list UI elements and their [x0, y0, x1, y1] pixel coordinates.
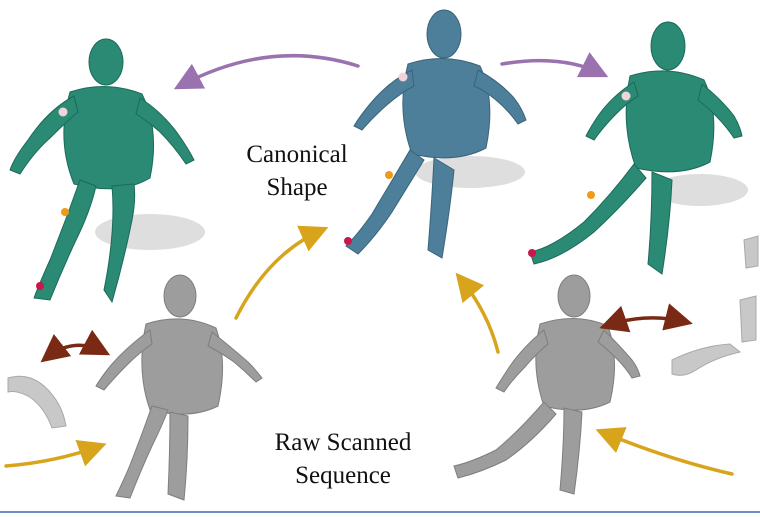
- arrows-correspondence: [40, 303, 693, 363]
- correspondence-arrow-right: [599, 303, 693, 333]
- raw-label-line2: Sequence: [295, 462, 391, 489]
- marker-shoulder-left-posed: [58, 107, 68, 117]
- fragment-right: [671, 343, 742, 376]
- canonical-label-line2: Shape: [266, 174, 328, 201]
- raw-label-line1: Raw Scanned: [274, 429, 412, 456]
- marker-foot-canonical: [344, 237, 352, 245]
- head: [426, 9, 462, 59]
- arrow-right-scan-to-canonical: [455, 272, 500, 354]
- right-leg: [103, 183, 136, 304]
- arrows-canonical-to-posed: [173, 52, 609, 90]
- arrow-canonical-to-right-posed: [500, 52, 609, 78]
- left-leg: [33, 179, 97, 301]
- arrow-left-scan-to-canonical: [234, 225, 329, 320]
- left-leg: [345, 149, 425, 255]
- right-leg: [427, 157, 455, 259]
- right-leg: [559, 407, 583, 495]
- left-arm: [495, 329, 549, 393]
- left-arm: [353, 69, 415, 131]
- neighbor-scan-fragments: [7, 235, 759, 429]
- right-arm: [473, 69, 527, 125]
- torso: [535, 317, 616, 411]
- torso: [625, 70, 715, 173]
- head: [557, 274, 591, 318]
- left-leg: [453, 401, 557, 479]
- raw-scan-right: [453, 274, 641, 495]
- marker-foot-left-posed: [36, 282, 44, 290]
- head: [650, 21, 686, 71]
- marker-knee-canonical: [385, 171, 393, 179]
- right-arm: [697, 83, 743, 139]
- head: [163, 274, 197, 318]
- torso: [402, 57, 491, 159]
- torso: [141, 318, 224, 415]
- right-arm: [207, 331, 263, 383]
- left-leg: [115, 405, 169, 499]
- right-leg: [647, 171, 673, 275]
- mesh-left-posed: [9, 38, 195, 304]
- raw-scanned-sequence-label: Raw Scanned Sequence: [248, 426, 438, 492]
- fragment-right-edge-top: [743, 235, 759, 269]
- head: [88, 38, 124, 86]
- right-arm: [597, 329, 641, 379]
- mesh-right-posed: [529, 21, 743, 275]
- shadow-canonical: [415, 156, 525, 188]
- mesh-canonical: [345, 9, 527, 259]
- raw-scan-left: [95, 274, 263, 501]
- marker-shoulder-right-posed: [621, 91, 631, 101]
- fragment-left: [7, 375, 67, 429]
- left-arm: [95, 329, 153, 391]
- canonical-shape-label: Canonical Shape: [232, 138, 362, 204]
- marker-knee-left-posed: [61, 208, 69, 216]
- right-leg: [167, 411, 189, 501]
- arrows-scan-to-canonical: [4, 225, 734, 476]
- arrow-right-edge-into-scan: [595, 427, 734, 476]
- marker-foot-right-posed: [528, 249, 536, 257]
- arrow-left-edge-into-scan: [4, 440, 107, 468]
- correspondence-arrow-left: [40, 329, 111, 363]
- canonical-label-line1: Canonical: [246, 141, 348, 168]
- fragment-right-edge: [739, 295, 757, 343]
- arrow-canonical-to-left-posed: [173, 53, 360, 90]
- right-arm: [135, 97, 195, 165]
- marker-shoulder-canonical: [398, 72, 408, 82]
- left-leg: [529, 163, 647, 265]
- torso: [63, 85, 155, 190]
- shadow-right-posed: [652, 174, 748, 206]
- marker-knee-right-posed: [587, 191, 595, 199]
